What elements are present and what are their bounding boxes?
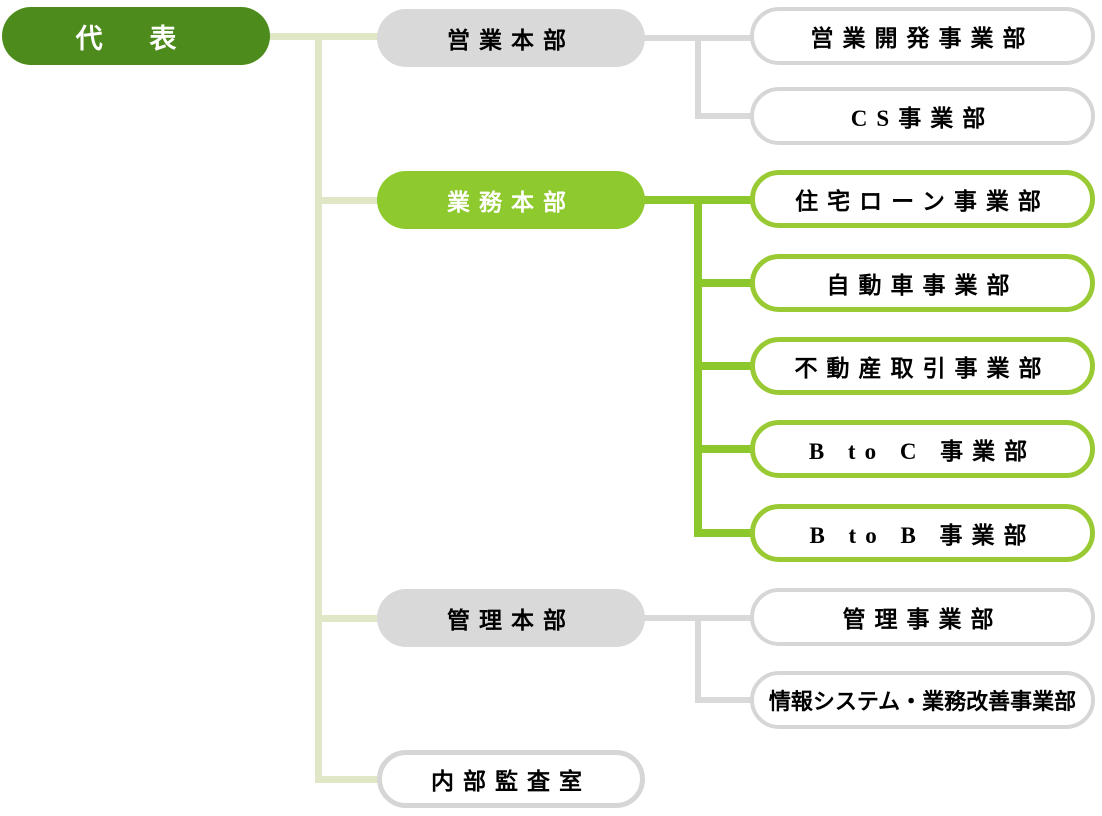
node-housing-loan-division: 住宅ローン事業部 [750, 170, 1095, 228]
connector-ops-to-btoc [694, 445, 753, 453]
connector-ops-to-auto [694, 279, 753, 287]
connector-branch-admin [315, 615, 380, 622]
connector-branch-operations [315, 197, 380, 204]
connector-sales-vertical [695, 35, 701, 119]
connector-sales-to-cs [695, 113, 753, 119]
connector-ops-to-btob [694, 529, 753, 537]
node-operations-headquarters: 業務本部 [377, 171, 645, 229]
connector-main-trunk [315, 33, 322, 783]
connector-branch-audit-office [315, 776, 380, 783]
node-sales-headquarters: 営業本部 [377, 9, 645, 67]
node-admin-headquarters: 管理本部 [377, 589, 645, 647]
node-internal-audit-office: 内部監査室 [377, 750, 645, 808]
node-btoc-division: B to C 事業部 [750, 420, 1095, 478]
connector-admin-vertical [695, 615, 701, 703]
node-ceo: 代 表 [2, 7, 270, 65]
connector-ops-to-realestate [694, 362, 753, 370]
node-admin-division: 管理事業部 [750, 588, 1095, 646]
node-cs-division: CS事業部 [750, 87, 1095, 145]
node-real-estate-division: 不動産取引事業部 [750, 337, 1095, 395]
node-infosystem-improvement-division: 情報システム・業務改善事業部 [750, 671, 1095, 729]
node-automobile-division: 自動車事業部 [750, 254, 1095, 312]
connector-root-horizontal [266, 33, 380, 40]
node-btob-division: B to B 事業部 [750, 504, 1095, 562]
connector-admin-to-infosys [695, 697, 753, 703]
node-sales-development-division: 営業開発事業部 [750, 7, 1095, 65]
